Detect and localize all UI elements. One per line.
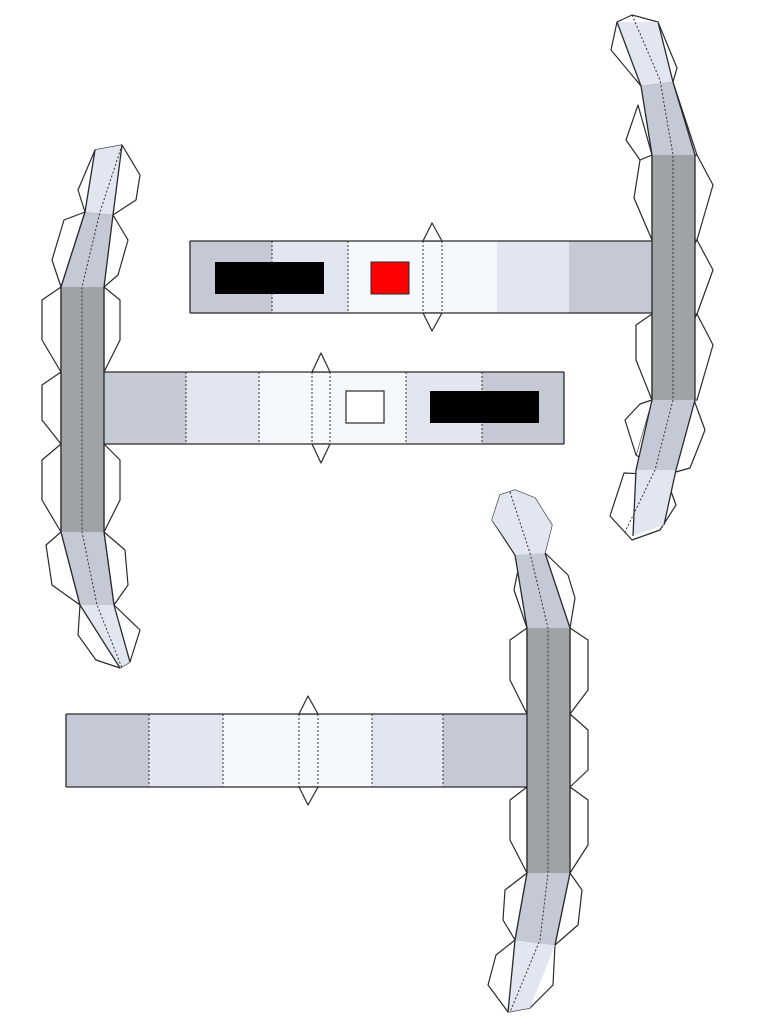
- outlined-square-marking: [345, 390, 385, 424]
- bar-bands: [190, 241, 653, 313]
- bar-fold-lines: [148, 714, 444, 787]
- arm-segment-lower: [515, 873, 570, 945]
- arm-fold-spine: [509, 491, 549, 1013]
- bar-band: [186, 372, 259, 444]
- bar-band: [569, 241, 653, 313]
- arm-segment-top: [617, 22, 673, 86]
- glue-tab: [311, 352, 331, 373]
- bar-band: [372, 714, 443, 787]
- bar-band: [259, 372, 312, 444]
- arm-segment-bottom: [633, 470, 676, 536]
- bar-outline: [104, 371, 564, 445]
- bar-outline: [66, 713, 527, 788]
- arm-segment-upper: [641, 82, 695, 155]
- arm-segment-upper: [61, 212, 113, 287]
- arm-segment-lower: [61, 532, 114, 605]
- bar-band: [66, 714, 149, 787]
- red-square-marking: [370, 261, 410, 295]
- glue-tab: [422, 312, 443, 332]
- bar-outline: [190, 240, 653, 314]
- glue-tab: [311, 443, 331, 464]
- glue-tab: [422, 222, 443, 242]
- arm-segment-bottom: [80, 605, 130, 668]
- bar-band: [223, 714, 299, 787]
- bar-band: [318, 714, 372, 787]
- bar-band: [149, 714, 223, 787]
- bar-bands: [66, 714, 527, 787]
- arm-fold-spine: [624, 14, 674, 533]
- arm-segment-bottom: [508, 940, 555, 1012]
- black-stripe-marking: [215, 262, 324, 294]
- arm-outline: [60, 144, 131, 669]
- arm-outline: [616, 21, 696, 537]
- bar-band: [443, 714, 527, 787]
- bar-band: [104, 372, 186, 444]
- bar-band: [312, 372, 330, 444]
- bar-band: [497, 241, 569, 313]
- glue-tab: [298, 786, 319, 806]
- middle-left-t-piece: [41, 144, 565, 669]
- bar-band: [442, 241, 497, 313]
- glue-tab: [298, 695, 319, 715]
- arm-segment-top: [492, 490, 552, 560]
- bar-band: [299, 714, 318, 787]
- lower-t-piece: [65, 489, 589, 1013]
- arm-outline: [507, 552, 571, 1013]
- black-stripe-marking: [430, 391, 539, 423]
- arm-segment-upper: [515, 553, 570, 628]
- bar-band: [423, 241, 442, 313]
- upper-right-t-piece: [189, 14, 714, 541]
- arm-segment-top: [85, 145, 122, 215]
